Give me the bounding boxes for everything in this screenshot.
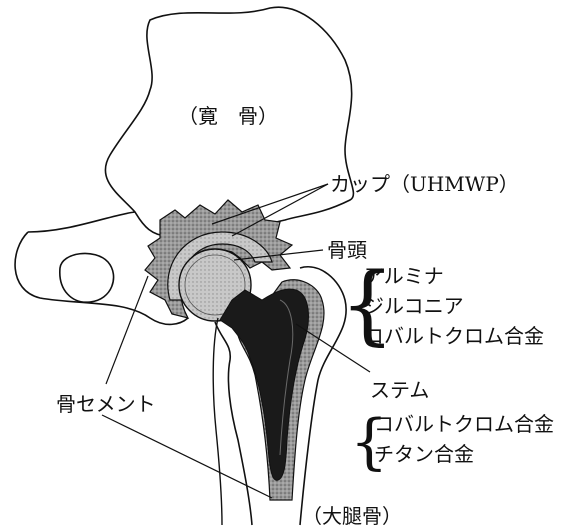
femur-label: （大腿骨） — [302, 506, 402, 526]
stem-material-1: コバルトクロム合金 — [374, 414, 554, 434]
cup-label: カップ（UHMWP） — [330, 174, 519, 194]
obturator-foramen — [60, 253, 114, 302]
hip-bone-label: （寛 骨） — [178, 106, 278, 126]
head-material-1: アルミナ — [364, 266, 444, 286]
head-material-3: コバルトクロム合金 — [364, 326, 544, 346]
head-material-2: ジルコニア — [364, 296, 464, 316]
stem-material-2: チタン合金 — [374, 444, 474, 464]
bone-cement-label: 骨セメント — [56, 394, 156, 414]
stem-label: ステム — [370, 380, 429, 400]
